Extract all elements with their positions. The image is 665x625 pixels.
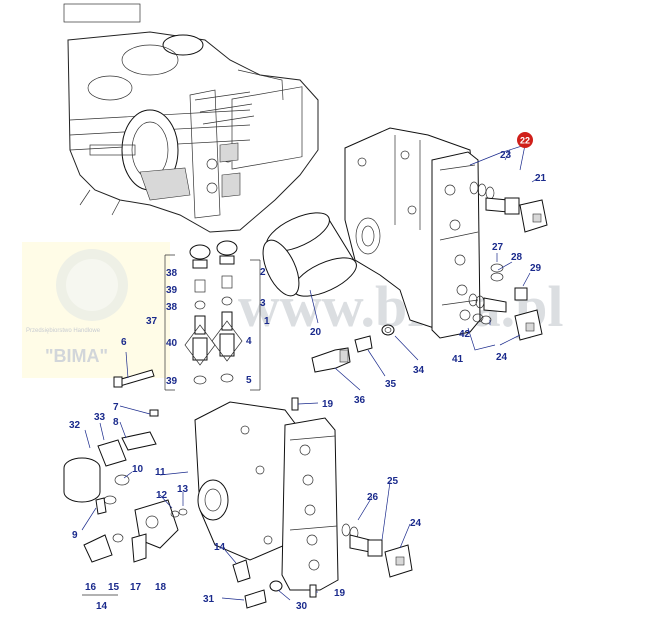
- callout-35[interactable]: 35: [385, 379, 397, 390]
- highlighted-part-badge[interactable]: 22: [517, 132, 533, 148]
- transmission-housing-drawing: [67, 31, 319, 233]
- callout-24-upper[interactable]: 24: [496, 352, 508, 363]
- lower-valve-block-drawing: [194, 397, 339, 598]
- callout-29[interactable]: 29: [530, 263, 542, 274]
- callout-30[interactable]: 30: [296, 601, 308, 612]
- callout-16[interactable]: 16: [85, 582, 97, 593]
- watermark-company-name: "BIMA": [45, 346, 108, 366]
- callout-17[interactable]: 17: [130, 582, 142, 593]
- callout-34[interactable]: 34: [413, 365, 425, 376]
- leader-lines: [81, 144, 539, 601]
- callout-24-lower[interactable]: 24: [410, 518, 422, 529]
- callout-13[interactable]: 13: [177, 484, 189, 495]
- callout-9[interactable]: 9: [72, 530, 78, 541]
- upper-fittings-drawing: [467, 144, 548, 351]
- hydraulic-filter-drawing: [262, 212, 357, 297]
- callout-27[interactable]: 27: [492, 242, 504, 253]
- callout-32[interactable]: 32: [69, 420, 81, 431]
- callout-18[interactable]: 18: [155, 582, 167, 593]
- valve-group-drawing: [164, 240, 261, 391]
- callout-23[interactable]: 23: [500, 150, 512, 161]
- upper-valve-block-drawing: [344, 127, 481, 339]
- callout-5[interactable]: 5: [246, 375, 252, 386]
- callout-4[interactable]: 4: [246, 336, 252, 347]
- callout-38-top[interactable]: 38: [166, 268, 178, 279]
- callout-19-upper[interactable]: 19: [322, 399, 334, 410]
- callout-33[interactable]: 33: [94, 412, 106, 423]
- callout-12[interactable]: 12: [156, 490, 168, 501]
- callout-26[interactable]: 26: [367, 492, 379, 503]
- callout-6[interactable]: 6: [121, 337, 127, 348]
- callout-3[interactable]: 3: [260, 298, 266, 309]
- callout-19-lower[interactable]: 19: [334, 588, 346, 599]
- callout-2[interactable]: 2: [260, 267, 266, 278]
- callout-22: 22: [520, 136, 530, 146]
- callout-31[interactable]: 31: [203, 594, 215, 605]
- switches-drawing: [311, 324, 395, 373]
- callout-14-right[interactable]: 14: [214, 542, 226, 553]
- header-box: [63, 3, 141, 23]
- callout-21[interactable]: 21: [535, 173, 547, 184]
- callout-38-bottom[interactable]: 38: [166, 302, 178, 313]
- callout-14-bottom[interactable]: 14: [96, 601, 108, 612]
- callout-39-bottom[interactable]: 39: [166, 376, 178, 387]
- callout-20[interactable]: 20: [310, 327, 322, 338]
- callout-8[interactable]: 8: [113, 417, 119, 428]
- callout-7[interactable]: 7: [113, 402, 119, 413]
- callout-41[interactable]: 41: [452, 354, 464, 365]
- callout-11[interactable]: 11: [155, 467, 166, 478]
- callout-36[interactable]: 36: [354, 395, 366, 406]
- callout-1[interactable]: 1: [264, 316, 270, 327]
- watermark-company-caption: Przedsiębiorstwo Handlowe: [26, 328, 101, 334]
- callout-37[interactable]: 37: [146, 316, 158, 327]
- callout-25[interactable]: 25: [387, 476, 399, 487]
- lower-left-parts-drawing: [63, 409, 283, 609]
- bolt-drawing: [113, 369, 155, 388]
- callout-39-top[interactable]: 39: [166, 285, 178, 296]
- callout-40[interactable]: 40: [166, 338, 178, 349]
- callout-10[interactable]: 10: [132, 464, 144, 475]
- callout-28[interactable]: 28: [511, 252, 523, 263]
- lower-fittings-drawing: [341, 523, 413, 578]
- callout-42[interactable]: 42: [459, 329, 471, 340]
- callout-15[interactable]: 15: [108, 582, 120, 593]
- callout-labels: 23 21 27 28 29 42 41 24 2 3 1 4 5 38 39 …: [69, 150, 547, 612]
